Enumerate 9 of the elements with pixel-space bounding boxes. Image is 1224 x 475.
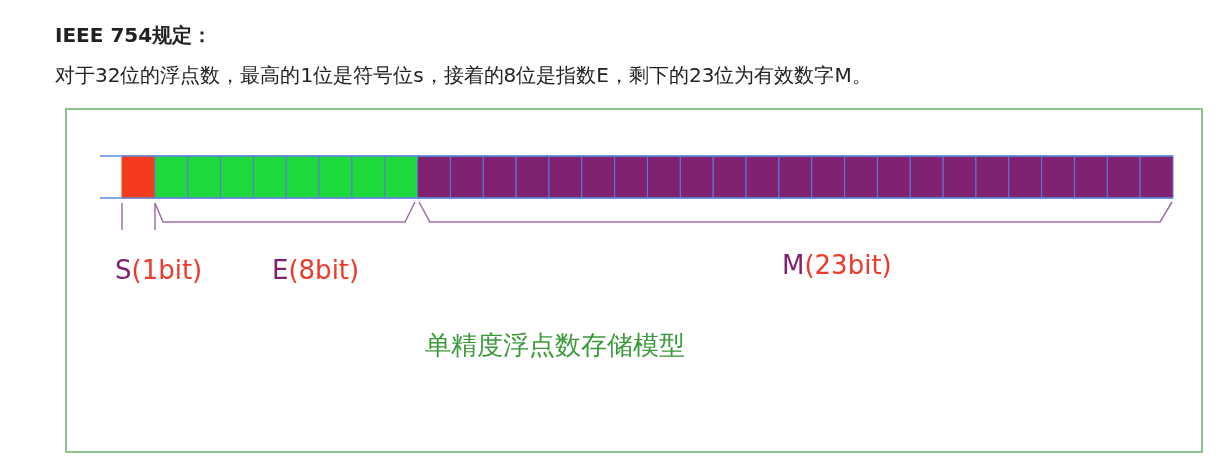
bit-count-label: (1bit) bbox=[131, 255, 203, 285]
bit-count-label: (8bit) bbox=[288, 255, 360, 285]
caption: 单精度浮点数存储模型 bbox=[425, 329, 685, 362]
heading: IEEE 754规定： bbox=[55, 22, 213, 49]
field-letter: E bbox=[272, 255, 289, 285]
field-letter: M bbox=[782, 250, 805, 280]
description-text: 对于32位的浮点数，最高的1位是符号位s，接着的8位是指数E，剩下的23位为有效数字M。 bbox=[55, 62, 872, 89]
bit-count-label: (23bit) bbox=[804, 250, 892, 280]
field-letter: S bbox=[115, 255, 132, 285]
